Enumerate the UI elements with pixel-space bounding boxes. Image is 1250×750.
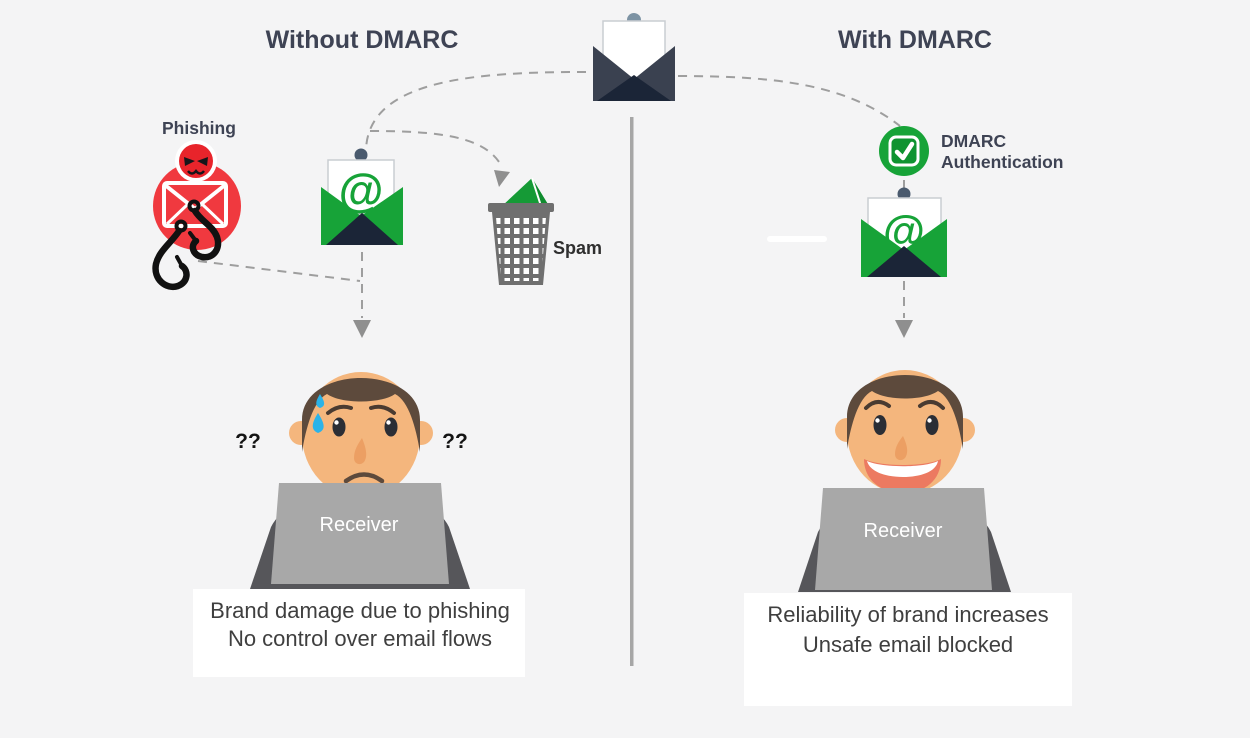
phishing-envelope-x [165,202,225,226]
hair [847,375,963,449]
sender-envelope-icon [593,13,675,101]
receiver-label-right: Receiver [864,520,943,542]
caption-line-1: Reliability of brand increases [767,602,1048,627]
teeth [867,461,938,477]
eye-left [873,415,887,435]
inbox-envelope-left-icon: @ [321,148,403,245]
envelope-tab [354,148,368,162]
hacker-eye-right [197,157,208,166]
envelope-fold [597,75,671,101]
sweat-drop-large [312,413,324,433]
center-divider [630,117,634,666]
spam-mail-fold [532,178,549,206]
eyebrow-left [864,400,891,410]
eye-glint [927,418,932,423]
eye-glint [875,418,880,423]
eyebrow-right [369,404,396,415]
fish-hooks-icon [152,199,222,291]
dmarc-label-line1: DMARC [941,131,1006,151]
eye-glint [334,420,339,425]
laptop [815,488,992,590]
path-server-to-dmarc [677,75,901,127]
caption-without-dmarc: Brand damage due to phishing No control … [193,589,525,677]
nose [895,436,908,461]
nose [354,438,367,465]
envelope-body [861,219,947,277]
bottom-strip [0,738,1250,750]
spam-mail-crease [531,177,542,207]
receiver-person-happy: Receiver [798,370,1011,592]
eye-right [925,415,939,435]
left-down-arrowhead-icon [353,320,371,338]
envelope-body [593,46,675,101]
caption-line-2: Unsafe email blocked [803,632,1013,657]
receiver-label-left: Receiver [320,514,399,536]
caption-line-1: Brand damage due to phishing [210,598,510,623]
envelope-letter [602,20,666,81]
basket-rim [488,203,554,212]
hacker-jaw [187,169,205,175]
caption-line-2: No control over email flows [228,626,492,651]
caption-box [744,593,1072,706]
check-box [888,135,920,167]
basket-holes [496,217,546,281]
receiver-person-worried: ?? ?? Receiver [235,372,470,589]
path-server-to-spam [369,130,502,166]
eye-glint [386,420,391,425]
eyebrow-left [326,404,353,415]
flow-paths [197,71,913,338]
inbox-envelope-right-icon: @ [861,187,947,277]
phishing-envelope [162,181,228,228]
phishing-label: Phishing [162,118,236,138]
spam-arrowhead-icon [494,170,510,187]
envelope-fold [867,246,941,277]
hacker-eye-left [184,157,195,166]
spam-label: Spam [553,238,602,258]
white-dash [767,236,827,242]
caption-with-dmarc: Reliability of brand increases Unsafe em… [744,593,1072,706]
frown-mouth [343,472,385,484]
right-down-arrowhead-icon [895,320,913,338]
heading-with-dmarc: With DMARC [838,26,992,54]
eye-right [384,417,398,437]
hair [302,378,420,452]
phishing-icon: Phishing [152,118,241,291]
face [302,372,420,498]
dmarc-authentication-icon: DMARC Authentication [879,126,1064,176]
spam-basket-icon: Spam [488,177,602,285]
sweat-drop-small [316,394,325,408]
laptop [271,483,449,584]
question-marks-right: ?? [442,430,468,453]
eye-left [332,417,346,437]
envelope-fold [326,213,398,245]
caption-box [193,589,525,677]
dmarc-label-line2: Authentication [941,152,1064,172]
path-server-to-inbox [365,71,587,151]
hacker-face-icon [179,144,213,178]
question-marks-left: ?? [235,430,261,453]
heading-without-dmarc: Without DMARC [266,26,459,54]
spam-mail [502,178,549,206]
checkmark-icon [894,141,915,161]
path-phishing-to-receiver [197,260,361,282]
eyebrow-right [918,400,945,410]
